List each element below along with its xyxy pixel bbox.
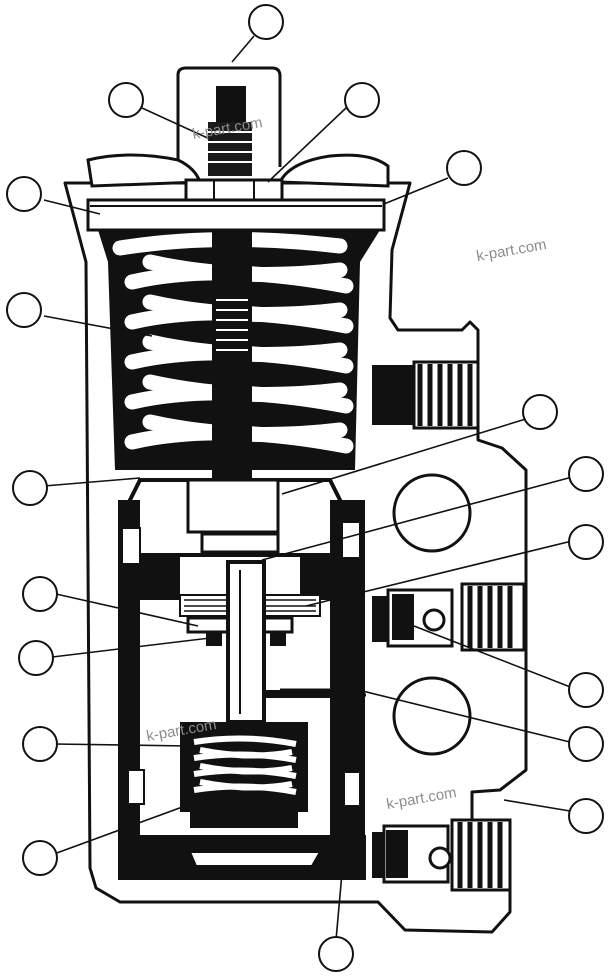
callout-circle [568, 798, 604, 834]
callout-circle [108, 82, 144, 118]
leader-lines [43, 35, 579, 941]
callout-circle [18, 640, 54, 676]
seal-right-upper [341, 521, 361, 559]
callout-circle [568, 456, 604, 492]
piston-boss [186, 478, 280, 534]
callout-circle [6, 292, 42, 328]
callout-circle [344, 82, 380, 118]
callout-circle [6, 176, 42, 212]
callout-circle [22, 726, 58, 762]
callout-circle [522, 394, 558, 430]
upper-spring-plate [86, 198, 386, 232]
seal-left-lower [127, 769, 145, 805]
callout-circle [568, 726, 604, 762]
cover-right-wing [277, 153, 390, 188]
upper-port-thread [412, 360, 480, 430]
adjusting-screw-slot [216, 86, 246, 122]
callout-circle [318, 936, 354, 972]
callout-circle [22, 840, 58, 876]
lower-spring [193, 735, 297, 795]
port-hole-upper [392, 473, 472, 553]
upper-port-body [372, 365, 414, 425]
callout-circle [12, 470, 48, 506]
callout-circle [568, 524, 604, 560]
center-screw [212, 230, 252, 480]
callout-markers [6, 4, 604, 972]
valve-stem [226, 560, 266, 724]
callout-circle [568, 672, 604, 708]
port-hole-middle [392, 676, 472, 756]
seal-right-lower [343, 771, 361, 807]
callout-circle [446, 150, 482, 186]
callout-circle [22, 576, 58, 612]
callout-circle [248, 4, 284, 40]
seal-left-upper [121, 527, 141, 565]
